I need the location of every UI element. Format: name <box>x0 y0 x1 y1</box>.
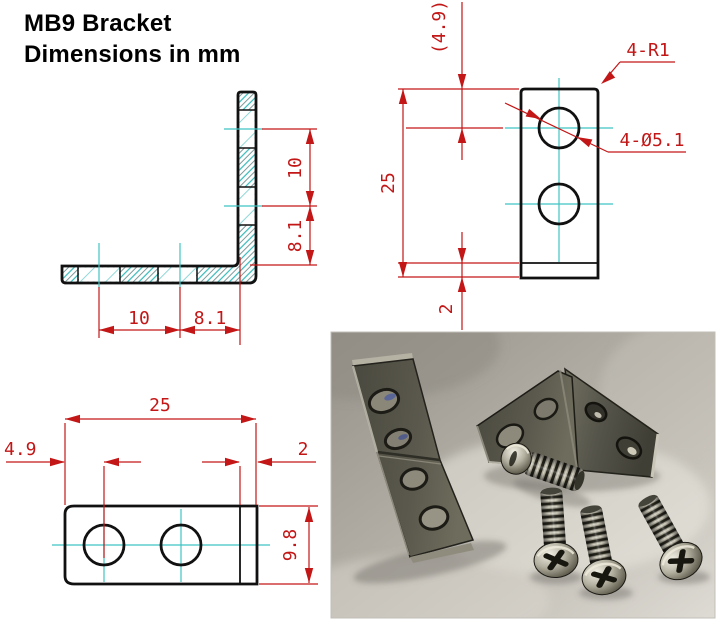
top-view-arrows <box>50 414 314 583</box>
front-dim-height: 25 <box>378 172 399 194</box>
photo-l-bracket <box>476 367 660 478</box>
side-dim-vertical-lower: 8.1 <box>285 220 306 253</box>
title-line-1: MB9 Bracket <box>24 10 172 37</box>
top-view-dimension-lines <box>6 418 318 585</box>
product-photo <box>331 332 715 618</box>
side-view-section-fill <box>62 92 256 283</box>
top-view-hole-right <box>159 523 203 567</box>
front-view-arrows <box>398 71 616 292</box>
top-dim-hole-offset: 4.9 <box>4 439 37 460</box>
side-view-hole-sections <box>79 110 255 282</box>
side-view-centerlines <box>98 128 263 288</box>
photo-border <box>330 331 716 619</box>
front-label-corner-radius: 4-R1 <box>626 40 669 61</box>
top-view-outline <box>63 504 259 586</box>
top-dim-width: 9.8 <box>280 529 301 562</box>
side-view-outline <box>60 90 258 285</box>
front-view-hole-lower <box>537 182 581 226</box>
top-dim-length: 25 <box>149 395 171 416</box>
side-view: 10 8.1 10 8.1 <box>60 90 317 345</box>
front-dim-top: (4.9) <box>429 0 450 54</box>
photo-flat-bracket <box>351 353 475 563</box>
side-dim-horizontal-right: 8.1 <box>194 308 227 329</box>
side-dim-horizontal-left: 10 <box>128 308 150 329</box>
side-view-arrows <box>99 129 315 335</box>
front-view: 25 (4.9) 2 4-R1 4-Ø5.1 <box>378 0 686 330</box>
front-view-outline <box>519 87 600 280</box>
top-dim-bend: 2 <box>298 439 309 460</box>
front-view-hole-upper <box>537 106 581 150</box>
side-view-hole-edges <box>77 109 256 283</box>
side-dim-vertical-upper: 10 <box>285 157 306 179</box>
front-dim-bottom: 2 <box>436 304 457 315</box>
photo-screw-lying <box>500 442 585 492</box>
title-line-2: Dimensions in mm <box>24 41 241 68</box>
front-label-hole-diameter: 4-Ø5.1 <box>619 130 684 151</box>
page-title: MB9 Bracket Dimensions in mm <box>24 8 241 70</box>
top-view: 25 4.9 2 9.8 <box>4 395 318 586</box>
